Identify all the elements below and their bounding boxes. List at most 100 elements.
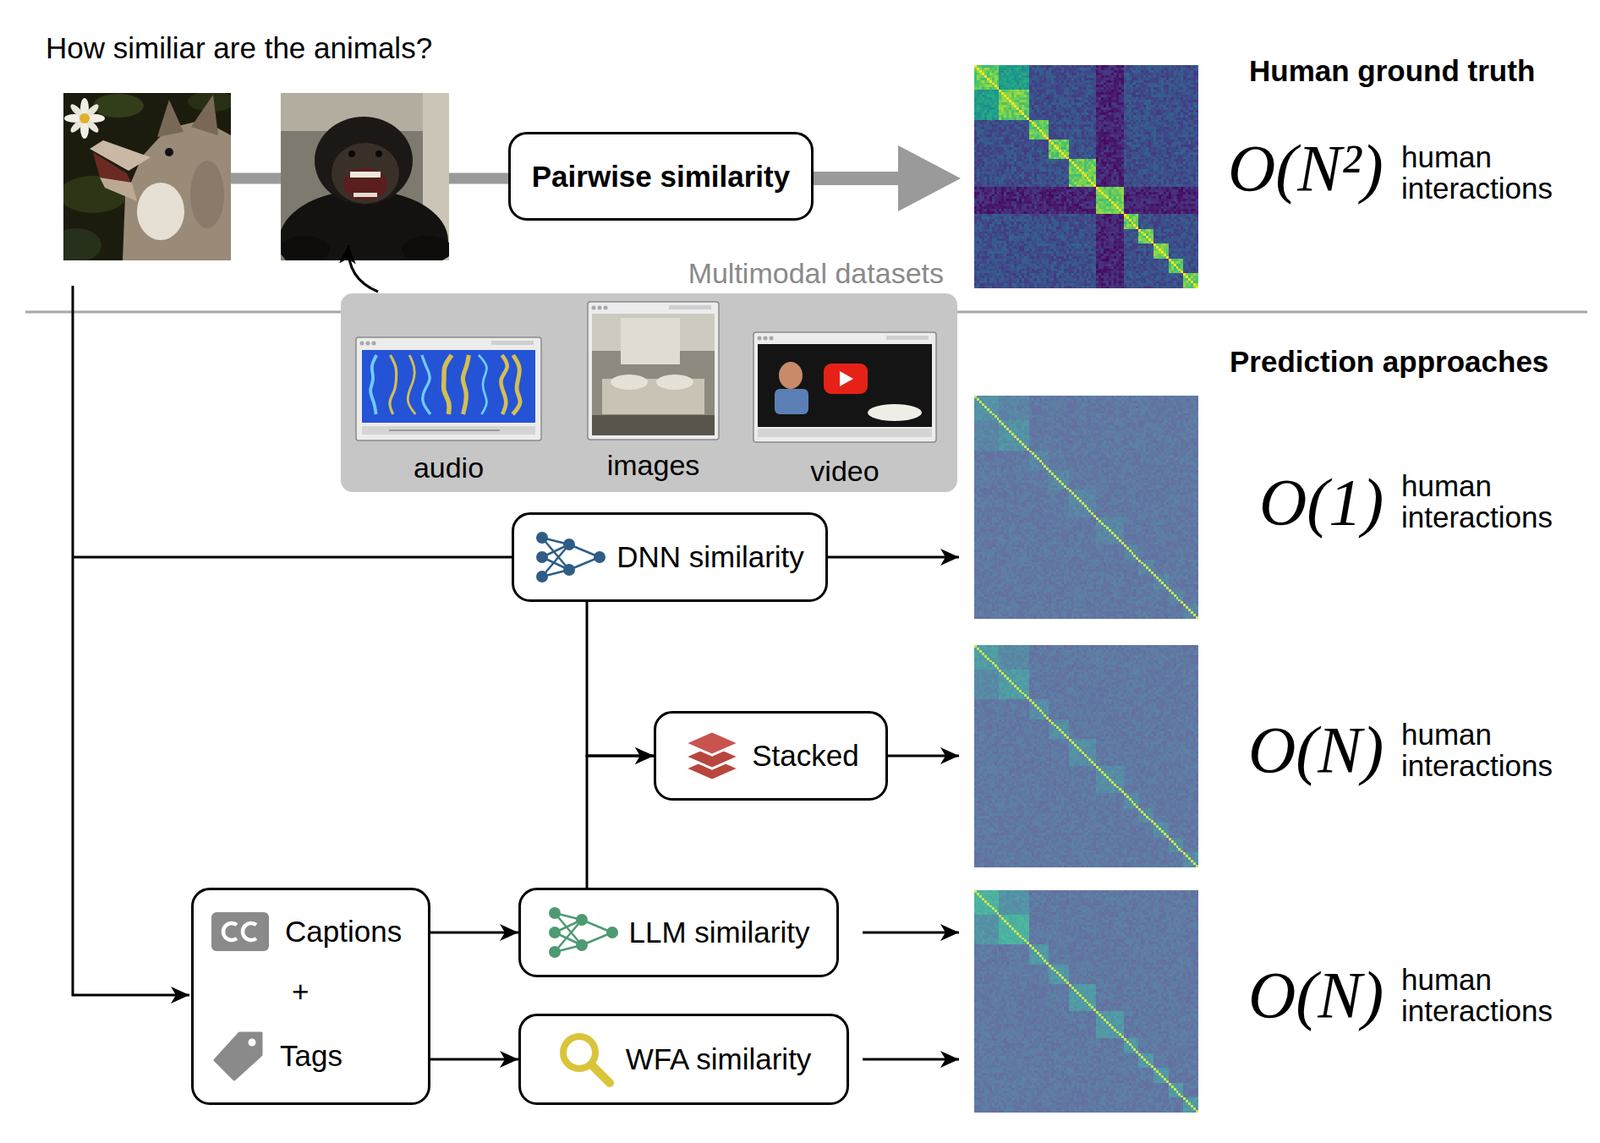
section-heading: Prediction approaches	[1229, 344, 1549, 380]
search-icon	[556, 1030, 616, 1090]
window-screenshot	[370, 355, 377, 415]
window-screenshot	[823, 363, 868, 395]
network-icon	[535, 531, 607, 584]
fox-photo	[191, 94, 219, 136]
network-icon	[606, 926, 619, 939]
cost-note: human interactions	[1401, 718, 1584, 782]
comparison-line	[898, 145, 961, 212]
window-screenshot	[757, 336, 762, 341]
network-icon	[536, 551, 548, 564]
window-screenshot	[603, 306, 609, 311]
tag-icon	[248, 1038, 257, 1047]
box-label: Pairwise similarity	[531, 158, 790, 195]
source-label: Tags	[279, 1038, 343, 1074]
label-holder: human interactions	[1401, 718, 1584, 782]
box-label: WFA similarity	[625, 1041, 812, 1078]
window-screenshot	[774, 389, 809, 415]
output-arrow	[826, 557, 959, 1060]
output-arrow	[862, 931, 959, 935]
label-holder: human interactions	[1401, 964, 1584, 1027]
network-icon	[563, 564, 576, 576]
source-row: +	[210, 974, 309, 1010]
window-screenshot	[361, 350, 536, 423]
window-screenshot	[478, 355, 488, 415]
window-screenshot	[512, 355, 521, 415]
window-screenshot	[591, 306, 597, 311]
connector-arrow	[586, 756, 654, 888]
window-screenshot	[355, 336, 543, 442]
window-screenshot	[356, 337, 542, 441]
similarity-matrix	[974, 890, 1199, 1113]
input-wire	[348, 245, 379, 292]
comparison-line	[230, 173, 281, 185]
similarity-matrix	[974, 395, 1199, 620]
fox-photo	[190, 160, 225, 229]
input-wire	[72, 285, 190, 996]
thumbnail-label: audio	[413, 451, 484, 484]
label-holder: O(N²)	[1227, 133, 1384, 203]
fox-photo	[136, 182, 185, 241]
window-screenshot	[610, 374, 648, 390]
label-holder: Human ground truth	[1249, 53, 1535, 89]
window-screenshot	[421, 355, 431, 415]
cost-note: human interactions	[1401, 470, 1584, 533]
chimpanzee-photo	[375, 150, 383, 158]
window-screenshot	[769, 336, 774, 341]
thumbnail-label: images	[607, 449, 701, 482]
panel-heading: Multimodal datasets	[340, 256, 958, 291]
network-icon	[536, 570, 548, 583]
fox-photo	[164, 147, 174, 157]
comparison-line	[811, 171, 900, 186]
window-screenshot	[587, 301, 719, 440]
thumbnail-label: video	[810, 454, 879, 488]
window-screenshot	[372, 341, 377, 346]
connector-arrow	[430, 931, 519, 935]
method-box: LLM similarity	[518, 887, 839, 978]
connector-arrow	[430, 1058, 519, 1062]
window-screenshot	[668, 305, 712, 310]
window-screenshot	[620, 317, 680, 365]
fox-photo	[122, 120, 231, 261]
chimpanzee-photo	[353, 192, 378, 198]
window-screenshot	[360, 341, 365, 346]
source-row: Captions	[210, 911, 402, 953]
section-heading: Human ground truth	[1249, 53, 1535, 89]
fox-photo	[157, 99, 184, 137]
question-heading: How similiar are the animals?	[45, 30, 433, 66]
fox-photo	[63, 93, 231, 261]
chimpanzee-photo	[314, 116, 413, 205]
network-icon	[563, 538, 576, 551]
window-screenshot	[757, 428, 932, 438]
window-screenshot	[443, 355, 452, 415]
network-icon	[575, 939, 588, 952]
stack-icon	[684, 731, 740, 756]
window-screenshot	[867, 404, 922, 422]
search-icon	[591, 1065, 610, 1084]
window-screenshot	[407, 355, 416, 415]
connector-arrow	[586, 602, 654, 757]
output-arrow	[862, 1058, 959, 1062]
network-icon	[548, 907, 561, 920]
window-screenshot	[656, 374, 694, 390]
network-icon	[536, 531, 548, 544]
network-icon	[548, 946, 561, 959]
input-wire	[72, 245, 514, 996]
label-holder: O(1)	[1259, 467, 1384, 537]
fox-photo	[63, 228, 102, 261]
tag-icon	[214, 1033, 262, 1080]
video-thumbnail: video	[752, 331, 937, 488]
image-thumbnail: images	[586, 301, 720, 482]
window-screenshot	[462, 355, 469, 415]
flower	[64, 98, 105, 139]
similarity-matrix	[974, 65, 1199, 289]
window-screenshot	[886, 335, 929, 340]
window-screenshot	[763, 336, 768, 341]
window-screenshot	[366, 341, 371, 346]
text-source-box: Captions + Tags	[191, 887, 431, 1106]
complexity-formula: O(N)	[1248, 960, 1384, 1031]
window-screenshot	[753, 332, 937, 443]
window-screenshot	[778, 361, 803, 390]
window-screenshot	[389, 355, 397, 415]
window-screenshot	[500, 355, 507, 415]
